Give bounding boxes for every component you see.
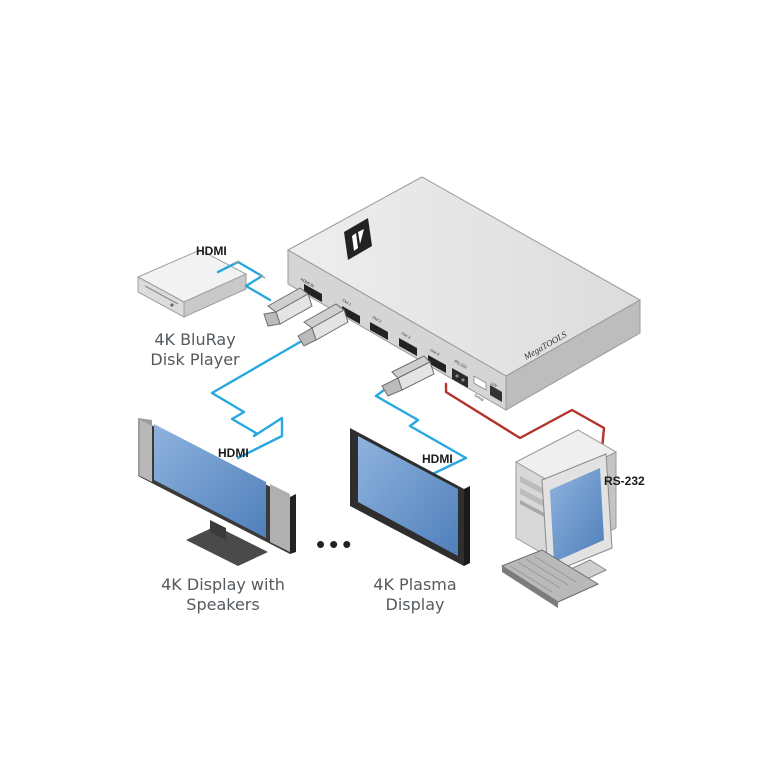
bluray-player-caption: 4K BluRay Disk Player bbox=[150, 330, 240, 369]
more-displays-ellipsis: ••• bbox=[316, 529, 356, 559]
hdmi-out4-port bbox=[428, 355, 446, 373]
splitter-device: HDMI IN Out 1 Out 2 Out 3 Out 4 RS-232 S… bbox=[286, 176, 642, 411]
setup-switch bbox=[473, 375, 487, 391]
port-label-power: 12V bbox=[490, 381, 499, 389]
port-label-out2: Out 2 bbox=[372, 315, 384, 325]
plasma-display bbox=[350, 428, 470, 566]
computer bbox=[500, 429, 618, 608]
hdmi-output4-cable bbox=[374, 388, 468, 482]
port-label-out4: Out 4 bbox=[430, 348, 442, 358]
hdmi-plug-output1 bbox=[297, 303, 349, 347]
port-label-out3: Out 3 bbox=[401, 331, 413, 341]
keyboard bbox=[500, 549, 600, 608]
kramer-logo-icon bbox=[344, 218, 372, 260]
hdmi-output4-label: HDMI bbox=[422, 452, 453, 466]
hdmi-in-port bbox=[304, 284, 322, 302]
hdmi-output1-cable bbox=[210, 340, 302, 438]
hdmi-input-label: HDMI bbox=[196, 244, 227, 258]
hdmi-out2-port bbox=[370, 322, 388, 340]
port-label-out1: Out 1 bbox=[342, 298, 354, 308]
hdmi-plug-input bbox=[263, 287, 313, 327]
port-label-setup: Setup bbox=[474, 393, 486, 403]
hdmi-output1-label: HDMI bbox=[218, 446, 249, 460]
hdmi-out1-port bbox=[342, 306, 360, 324]
display-speakers-caption: 4K Display with Speakers bbox=[161, 575, 285, 614]
rs232-terminal bbox=[452, 368, 468, 388]
display-with-speakers bbox=[138, 418, 296, 566]
port-label-rs232: RS-232 bbox=[454, 359, 469, 370]
plasma-display-caption: 4K Plasma Display bbox=[373, 575, 457, 614]
hdmi-out3-port bbox=[399, 338, 417, 356]
rs232-label: RS-232 bbox=[604, 474, 645, 488]
bluray-player bbox=[136, 249, 248, 318]
hdmi-output1-cable-lower bbox=[236, 418, 284, 460]
power-jack bbox=[490, 385, 502, 402]
rs232-cable bbox=[444, 382, 606, 472]
hdmi-plug-output4 bbox=[381, 355, 435, 397]
